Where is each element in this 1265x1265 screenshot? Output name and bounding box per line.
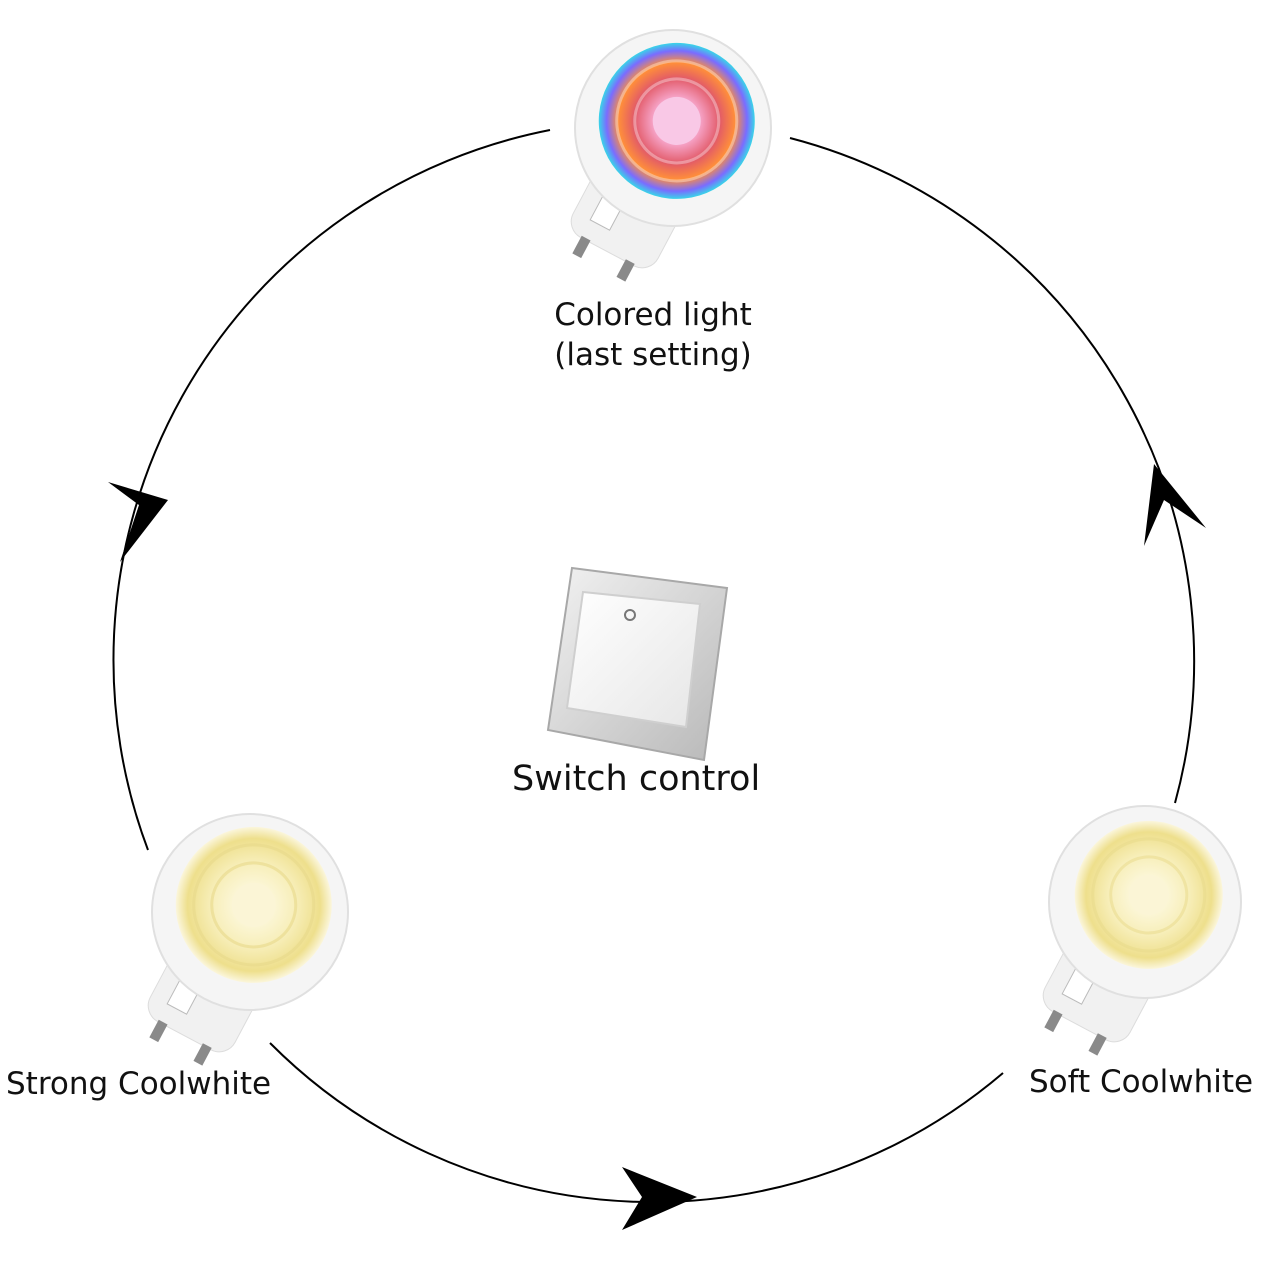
arrow-bottom-right [622,1167,697,1230]
arc-colored-to-strong [112,129,551,851]
cycle-arcs [112,129,1196,1204]
switch-control-label: Switch control [512,759,761,799]
strong-coolwhite-label: Strong Coolwhite [6,1066,272,1102]
arrow-left-down [108,482,168,562]
strong-coolwhite-bulb-icon [147,813,349,1066]
arc-strong-to-soft [269,1042,1004,1204]
arc-soft-to-colored [789,137,1196,804]
colored-bulb-icon [570,28,772,282]
colored-light-line2: (last setting) [554,337,752,374]
soft-coolwhite-bulb-icon [1042,805,1242,1056]
soft-coolwhite-label: Soft Coolwhite [1029,1064,1254,1100]
colored-light-label: Colored light (last setting) [548,295,758,376]
arrow-right-up [1144,464,1206,546]
wall-switch-icon [546,566,729,762]
colored-light-line1: Colored light [554,297,752,333]
